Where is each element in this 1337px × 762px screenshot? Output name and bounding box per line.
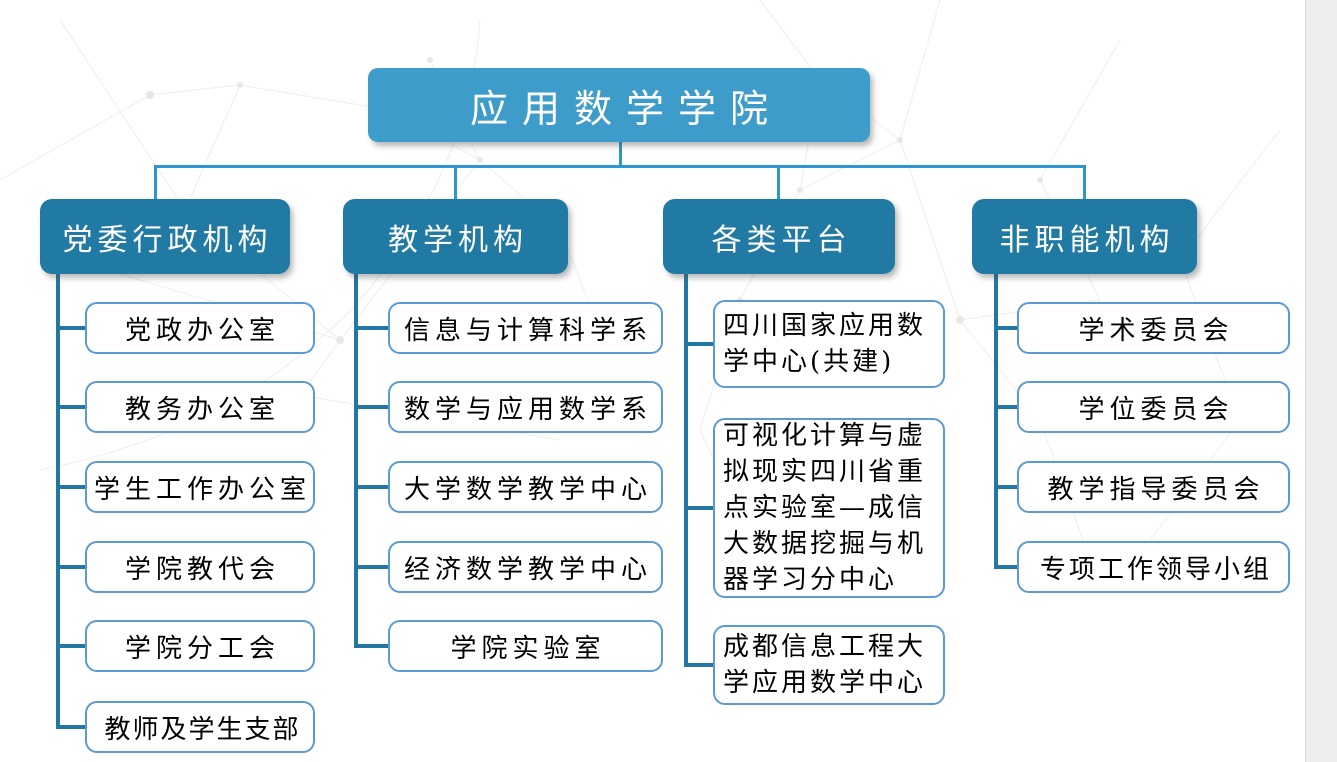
connector-stub: [994, 326, 1018, 330]
org-leaf-label: 数学与应用数学系: [403, 394, 652, 425]
org-leaf-label: 党政办公室: [124, 315, 280, 346]
org-leaf: 成都信息工程大学应用数学中心: [713, 625, 945, 705]
connector-root-stem: [619, 142, 622, 168]
connector-stub: [354, 326, 389, 330]
connector-drop-branch-4: [1083, 165, 1086, 200]
org-leaf: 教务办公室: [85, 381, 315, 433]
connector-stub: [994, 405, 1018, 409]
org-leaf-label: 教师及学生支部: [104, 714, 301, 745]
org-leaf-label: 经济数学教学中心: [403, 554, 652, 585]
connector-stub: [56, 326, 86, 330]
org-leaf: 学位委员会: [1017, 381, 1290, 433]
connector-stub: [684, 663, 714, 667]
connector-stub: [354, 644, 389, 648]
org-leaf-label: 成都信息工程大学应用数学中心: [723, 632, 927, 698]
org-branch-teaching: 教学机构: [343, 199, 568, 274]
org-leaf-label: 学术委员会: [1078, 315, 1234, 346]
connector-stub: [684, 342, 714, 346]
org-node-root: 应用数学学院: [368, 68, 870, 142]
org-branch-label: 教学机构: [388, 222, 528, 258]
connector-stub: [56, 725, 86, 729]
connector-drop-branch-2: [454, 165, 457, 200]
org-leaf-label: 学位委员会: [1078, 394, 1234, 425]
org-leaf: 学术委员会: [1017, 302, 1290, 354]
org-leaf-label: 学院分工会: [124, 633, 280, 664]
org-leaf: 经济数学教学中心: [388, 541, 663, 593]
connector-trunk-branch-4: [994, 272, 998, 569]
org-leaf-label: 信息与计算科学系: [403, 315, 652, 346]
connector-stub: [354, 485, 389, 489]
org-leaf-label: 学院实验室: [450, 633, 606, 664]
org-leaf-label: 教学指导委员会: [1047, 474, 1265, 505]
org-leaf-label: 四川国家应用数学中心(共建): [723, 311, 927, 377]
org-leaf-label: 专项工作领导小组: [1039, 554, 1272, 585]
org-leaf: 学院教代会: [85, 541, 315, 593]
org-leaf-label: 教务办公室: [124, 394, 280, 425]
connector-root-horizontal: [154, 165, 1086, 168]
connector-stub: [994, 485, 1018, 489]
org-leaf-label: 学院教代会: [124, 554, 280, 585]
org-leaf-label: 大学数学教学中心: [403, 474, 652, 505]
connector-stub: [56, 485, 86, 489]
org-leaf: 大学数学教学中心: [388, 461, 663, 513]
org-branch-label: 党委行政机构: [62, 222, 273, 258]
connector-drop-branch-3: [777, 165, 780, 200]
org-branch-label: 各类平台: [711, 222, 852, 258]
org-leaf: 信息与计算科学系: [388, 302, 663, 354]
page-edge-gutter: [1305, 0, 1337, 762]
org-leaf: 党政办公室: [85, 302, 315, 354]
org-leaf: 专项工作领导小组: [1017, 541, 1290, 593]
org-branch-label: 非职能机构: [999, 222, 1175, 258]
org-leaf: 四川国家应用数学中心(共建): [713, 300, 945, 388]
connector-stub: [354, 405, 389, 409]
connector-trunk-branch-2: [354, 272, 358, 648]
org-leaf-label: 学生工作办公室: [93, 474, 311, 505]
org-leaf: 数学与应用数学系: [388, 381, 663, 433]
org-leaf-label: 可视化计算与虚拟现实四川省重点实验室—成信大数据挖掘与机器学习分中心: [723, 421, 927, 595]
connector-trunk-branch-1: [56, 272, 60, 729]
org-leaf: 教学指导委员会: [1017, 461, 1290, 513]
org-leaf: 学生工作办公室: [85, 461, 315, 513]
connector-drop-branch-1: [154, 165, 157, 200]
connector-stub: [56, 644, 86, 648]
org-leaf: 教师及学生支部: [85, 701, 315, 753]
org-leaf: 学院实验室: [388, 620, 663, 672]
connector-trunk-branch-3: [684, 272, 688, 667]
connector-stub: [684, 506, 714, 510]
org-branch-nonfunctional: 非职能机构: [972, 199, 1197, 274]
org-node-root-label: 应用数学学院: [469, 86, 782, 131]
org-branch-party-admin: 党委行政机构: [40, 199, 290, 274]
connector-stub: [56, 405, 86, 409]
org-leaf: 学院分工会: [85, 620, 315, 672]
connector-stub: [994, 565, 1018, 569]
connector-stub: [56, 565, 86, 569]
connector-stub: [354, 565, 389, 569]
org-leaf: 可视化计算与虚拟现实四川省重点实验室—成信大数据挖掘与机器学习分中心: [713, 418, 945, 598]
org-branch-platforms: 各类平台: [663, 199, 895, 274]
